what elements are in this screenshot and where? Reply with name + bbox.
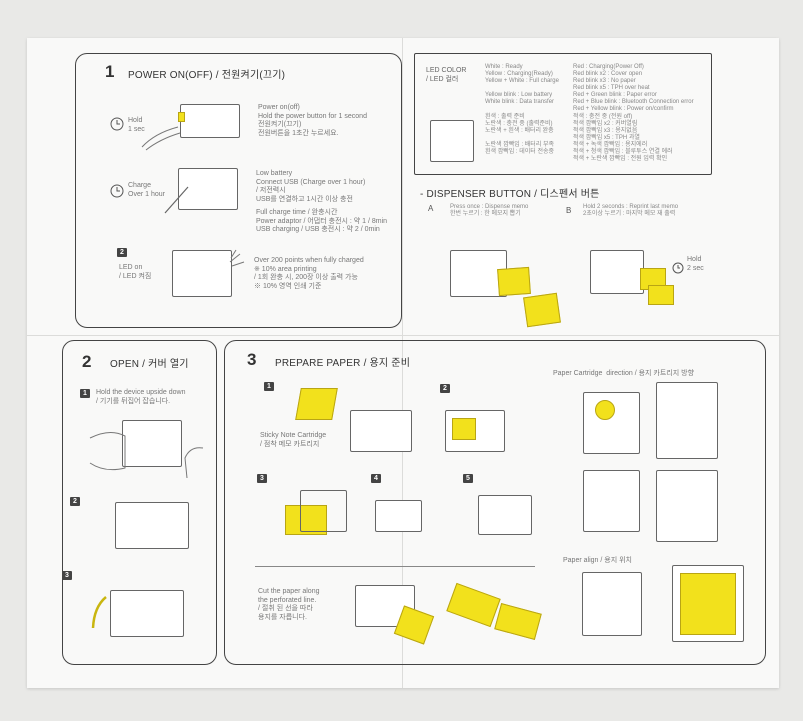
paper-loaded (452, 418, 476, 440)
option-label: B (566, 206, 572, 215)
charge-time-info: Full charge time / 완충시간 Power adaptor / … (256, 209, 388, 233)
device-illustration (172, 250, 232, 297)
light-rays-icon (229, 249, 245, 267)
cartridge-direction-illustration (583, 392, 640, 454)
led-error-list: Red : Charging(Power Off) Red blink x2 :… (573, 64, 694, 112)
step-badge: 2 (117, 248, 127, 257)
print-capacity-info: Over 200 points when fully charged ※ 10%… (254, 257, 364, 290)
fold-line-horizontal (27, 335, 779, 336)
hand-illustration (141, 126, 181, 151)
cartridge-label: Sticky Note Cartridge / 점착 메모 카트리지 (260, 432, 327, 448)
device-closing-illustration (375, 500, 422, 532)
led-error-list-korean: 적색 : 충전 중 (전원 off) 적색 깜빡임 x2 : 커버열림 적색 깜… (573, 114, 673, 162)
step-badge: 3 (62, 571, 72, 580)
led-status-list-korean: 흰색 : 출력 준비 노란색 : 충전 중 (출력준비) 노란색 + 흰색 : … (485, 114, 555, 155)
panel-title: PREPARE PAPER / 용지 준비 (275, 358, 411, 369)
option-label: A (428, 204, 434, 213)
device-illustration (180, 104, 240, 138)
device-illustration (115, 502, 189, 549)
device-illustration (590, 250, 644, 294)
step-badge: 4 (371, 474, 381, 483)
hands-illustration (89, 432, 204, 479)
cartridge-roll (595, 400, 615, 420)
panel-title: OPEN / 커버 열기 (110, 359, 189, 370)
cut-instruction: Cut the paper along the perforated line.… (258, 588, 320, 621)
led-status-list: White : Ready Yellow : Charging(Ready) Y… (485, 64, 559, 105)
led-on-label: LED on / LED 켜짐 (119, 264, 152, 280)
aligned-paper (680, 573, 736, 635)
open-cover-panel (62, 340, 217, 665)
open-instruction: Hold the device upside down / 기기를 뒤집어 잡습… (96, 389, 186, 405)
device-open-illustration (110, 590, 184, 637)
dispenser-title: - DISPENSER BUTTON / 디스펜서 버튼 (420, 189, 600, 200)
dispense-instruction: Press once : Dispense memo 한번 누르기 : 한 메모… (450, 204, 529, 217)
hold-label: Hold 2 sec (687, 256, 704, 272)
paper-loaded (285, 505, 327, 535)
paper-path-detail (656, 470, 718, 542)
step-badge: 1 (80, 389, 90, 398)
step-badge: 2 (440, 384, 450, 393)
step-number: 3 (247, 350, 257, 369)
hold-label: Hold 1 sec (128, 117, 145, 133)
prepare-paper-panel (224, 340, 766, 665)
clock-icon (110, 117, 124, 131)
sticky-note-cartridge (295, 388, 338, 420)
device-illustration (178, 168, 238, 210)
step-badge: 3 (257, 474, 267, 483)
power-panel (75, 53, 402, 328)
battery-instruction: Low battery Connect USB (Charge over 1 h… (256, 170, 366, 203)
device-open-illustration (350, 410, 412, 452)
paper-path-illustration (583, 470, 640, 532)
step-badge: 1 (264, 382, 274, 391)
device-illustration (430, 120, 474, 162)
device-closed-illustration (478, 495, 532, 535)
step-number: 1 (105, 62, 115, 81)
power-button-highlight (178, 112, 185, 122)
cartridge-direction-label: Paper Cartridge direction / 용지 카트리지 방향 (553, 370, 695, 377)
reprint-instruction: Hold 2 seconds : Reprint last memo 2초이상 … (583, 204, 679, 217)
paper-align-illustration (582, 572, 642, 636)
divider (255, 566, 535, 567)
step-badge: 5 (463, 474, 473, 483)
paper-align-label: Paper align / 용지 위치 (563, 557, 632, 564)
clock-icon (672, 262, 684, 274)
led-color-panel (414, 53, 712, 175)
memo-paper (497, 266, 531, 297)
power-instruction: Power on(off) Hold the power button for … (258, 104, 367, 137)
step-badge: 2 (70, 497, 80, 506)
device-open-illustration (300, 490, 347, 532)
arrow-icon (91, 596, 107, 629)
instruction-sheet (27, 38, 779, 688)
clock-icon (110, 184, 124, 198)
cartridge-detail-illustration (656, 382, 718, 459)
fold-line-vertical (402, 38, 403, 688)
step-number: 2 (82, 352, 92, 371)
usb-cable-illustration (164, 186, 189, 214)
memo-paper (648, 285, 674, 305)
led-color-title: LED COLOR / LED 컬러 (426, 67, 467, 83)
memo-paper (523, 292, 561, 328)
charge-label: Charge Over 1 hour (128, 182, 165, 198)
panel-title: POWER ON(OFF) / 전원켜기(끄기) (128, 70, 286, 81)
device-illustration (122, 420, 182, 467)
